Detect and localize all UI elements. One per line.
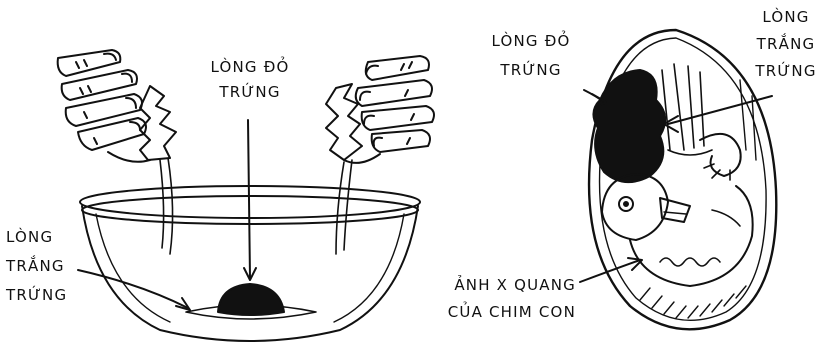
- label-yolk-left-line1: LÒNG ĐỎ: [180, 60, 320, 75]
- egg-white-strands: [160, 158, 352, 254]
- right-hand: [326, 56, 434, 163]
- label-white-right-line1: LÒNG: [744, 10, 828, 25]
- label-yolk-left: LÒNG ĐỎ TRỨNG: [180, 60, 320, 100]
- label-yolk-right: LÒNG ĐỎ TRỨNG: [466, 34, 596, 78]
- label-yolk-right-line1: LÒNG ĐỎ: [466, 34, 596, 49]
- label-white-left-line1: LÒNG: [6, 230, 96, 245]
- label-white-left-line2: TRẮNG: [6, 259, 96, 274]
- label-white-right-line3: TRỨNG: [744, 64, 828, 79]
- label-xray-line1: ẢNH X QUANG: [420, 278, 576, 293]
- label-yolk-right-line2: TRỨNG: [466, 63, 596, 78]
- label-white-right: LÒNG TRẮNG TRỨNG: [744, 10, 828, 79]
- label-white-left-line3: TRỨNG: [6, 288, 96, 303]
- label-xray-line2: CỦA CHIM CON: [420, 305, 576, 320]
- egg-white-streaks: [740, 80, 756, 160]
- yolk-in-bowl: [218, 284, 284, 315]
- label-xray: ẢNH X QUANG CỦA CHIM CON: [420, 278, 576, 320]
- yolk-mass: [593, 70, 665, 182]
- label-white-left: LÒNG TRẮNG TRỨNG: [6, 230, 96, 303]
- label-yolk-left-line2: TRỨNG: [180, 85, 320, 100]
- label-white-right-line2: TRẮNG: [744, 37, 828, 52]
- left-hand: [58, 50, 176, 162]
- arrow-yolk-left: [244, 120, 256, 280]
